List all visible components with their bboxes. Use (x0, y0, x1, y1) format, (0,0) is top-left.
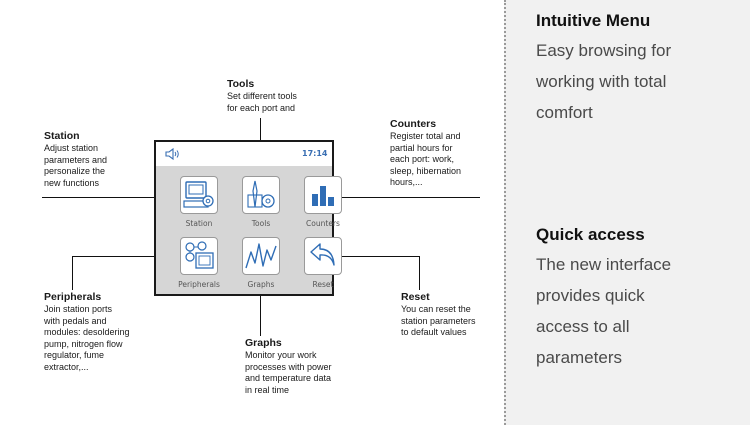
quick-access-title: Quick access (536, 225, 645, 244)
graphs-button-label: Graphs (247, 280, 275, 289)
graphs-icon (245, 243, 277, 269)
tools-icon (247, 180, 275, 208)
reset-icon (310, 243, 335, 266)
reset-annotation-title: Reset (401, 291, 430, 303)
station-icon (183, 181, 214, 208)
station-annotation-desc: Adjust station parameters and personaliz… (44, 143, 108, 188)
intuitive-menu-title: Intuitive Menu (536, 11, 651, 30)
peripherals-connector-line-h (72, 256, 180, 257)
tools-annotation: Tools Set different tools for each port … (227, 78, 337, 114)
tools-annotation-title: Tools (227, 78, 255, 90)
speaker-icon[interactable] (165, 147, 181, 161)
graphs-connector-line (260, 278, 261, 336)
reset-annotation: Reset You can reset the station paramete… (401, 291, 501, 339)
graphs-annotation-title: Graphs (245, 337, 282, 349)
counters-connector-line-h (323, 197, 480, 198)
graphs-annotation: Graphs Monitor your work processes with … (245, 337, 375, 396)
counters-annotation-desc: Register total and partial hours for eac… (390, 131, 462, 187)
peripherals-connector-line-v (72, 256, 73, 290)
peripherals-button-label: Peripherals (178, 280, 220, 289)
reset-button-label: Reset (312, 280, 334, 289)
tools-button-label: Tools (251, 219, 271, 228)
reset-connector-line-v (419, 256, 420, 290)
station-connector-line (42, 197, 182, 198)
peripherals-annotation-desc: Join station ports with pedals and modul… (44, 304, 130, 372)
tools-annotation-desc: Set different tools for each port and (227, 91, 297, 113)
peripherals-annotation-title: Peripherals (44, 291, 102, 303)
station-annotation: Station Adjust station parameters and pe… (44, 130, 154, 189)
device-screen: 17:14 Station Tools Counters (154, 140, 342, 296)
station-button[interactable] (180, 176, 218, 214)
intuitive-menu-desc: Easy browsing for working with total com… (536, 41, 672, 122)
counters-icon (312, 186, 334, 206)
reset-annotation-desc: You can reset the station parameters to … (401, 304, 476, 337)
peripherals-icon (185, 241, 214, 269)
counters-annotation-title: Counters (390, 118, 437, 130)
tools-button[interactable] (242, 176, 280, 214)
graphs-annotation-desc: Monitor your work processes with power a… (245, 350, 332, 395)
quick-access-desc: The new interface provides quick access … (536, 255, 672, 367)
status-bar: 17:14 (156, 142, 332, 166)
counters-button[interactable] (304, 176, 342, 214)
peripherals-annotation: Peripherals Join station ports with peda… (44, 291, 164, 373)
graphs-button[interactable] (242, 237, 280, 275)
station-button-label: Station (185, 219, 213, 228)
reset-connector-line-h (334, 256, 420, 257)
peripherals-button[interactable] (180, 237, 218, 275)
counters-annotation: Counters Register total and partial hour… (390, 118, 500, 189)
station-annotation-title: Station (44, 130, 80, 142)
clock: 17:14 (302, 149, 328, 158)
reset-button[interactable] (304, 237, 342, 275)
counters-button-label: Counters (306, 219, 340, 228)
feature-panel: Intuitive Menu Easy browsing for working… (504, 0, 750, 425)
